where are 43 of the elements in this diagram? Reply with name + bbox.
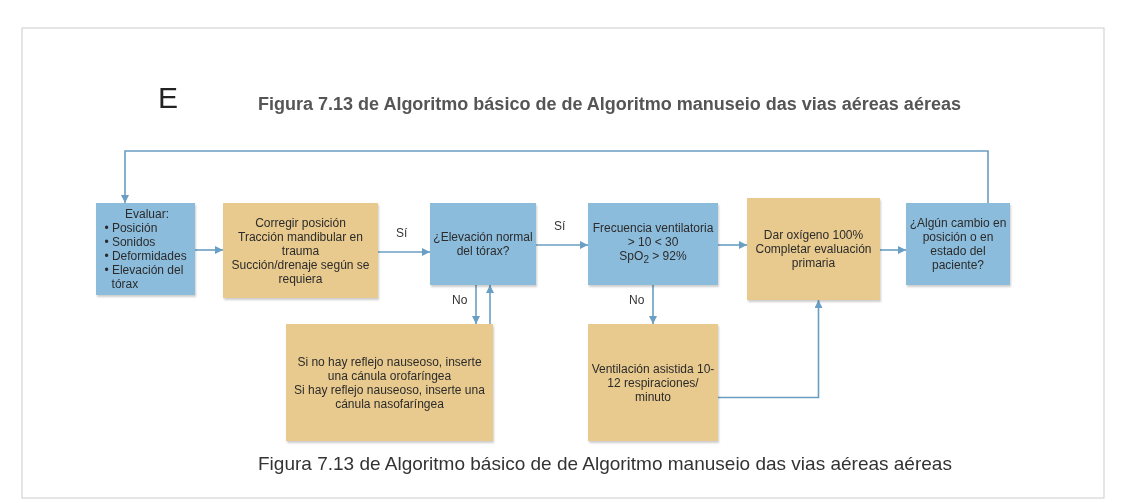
box-text: Ventilación asistida 10-12 respiraciones/ minuto xyxy=(591,361,715,404)
edge-label: Sí xyxy=(394,226,410,240)
decision-box xyxy=(588,203,718,285)
arrow xyxy=(194,246,224,254)
arrow xyxy=(377,248,431,256)
box-text: Tracción mandibular en trauma xyxy=(237,229,364,258)
edge-label: No xyxy=(627,293,647,307)
panel-letter: E xyxy=(158,82,178,114)
decision-box xyxy=(96,203,195,295)
arrow xyxy=(121,150,989,204)
arrow xyxy=(717,299,823,399)
action-box xyxy=(223,203,378,298)
box-text: Succión/drenaje según se requiera xyxy=(230,257,371,286)
edge-label: No xyxy=(450,293,470,307)
arrow xyxy=(472,284,480,325)
figure-title: Figura 7.13 de Algoritmo básico de de Algoritmo manuseio das vias aéreas aéreas xyxy=(258,93,962,116)
arrow xyxy=(717,241,748,249)
arrow xyxy=(486,284,494,325)
box-text: Si no hay reflejo nauseoso, inserte una cánula orofaríngea xyxy=(296,354,483,383)
list-item: • Sonidos xyxy=(103,235,156,249)
box-text: ¿Elevación normal del tórax? xyxy=(433,230,533,258)
list-item: • Elevación del tórax xyxy=(103,263,185,291)
decision-box xyxy=(430,203,536,285)
box-text: Frecuencia ventilatoria xyxy=(592,220,714,235)
list-heading: Evaluar: xyxy=(125,207,169,221)
action-box xyxy=(286,324,493,441)
box-text: SpO$_{2}$ > 92% xyxy=(619,248,687,268)
figure-caption: Figura 7.13 de Algoritmo básico de de Algoritmo manuseio das vias aéreas aéreas xyxy=(258,452,953,476)
action-box xyxy=(747,198,880,300)
box-text: Si hay reflejo nauseoso, inserte una cánula nasofaríngea xyxy=(293,382,486,411)
box-text: > 10 < 30 xyxy=(627,234,679,249)
box-text: Completar evaluación primaria xyxy=(754,242,873,270)
box-text: ¿Algún cambio en posición o en estado del paciente? xyxy=(909,216,1007,272)
box-text: Corregir posición xyxy=(255,215,346,230)
edge-label: Sí xyxy=(552,219,568,233)
arrow xyxy=(649,284,657,325)
list-item: • Posición xyxy=(103,221,158,235)
arrow xyxy=(535,241,589,249)
arrow xyxy=(879,246,907,254)
list-item: • Deformidades xyxy=(103,249,187,263)
box-text: Dar oxígeno 100% xyxy=(763,228,864,242)
decision-box xyxy=(906,203,1010,285)
action-box xyxy=(588,324,718,441)
